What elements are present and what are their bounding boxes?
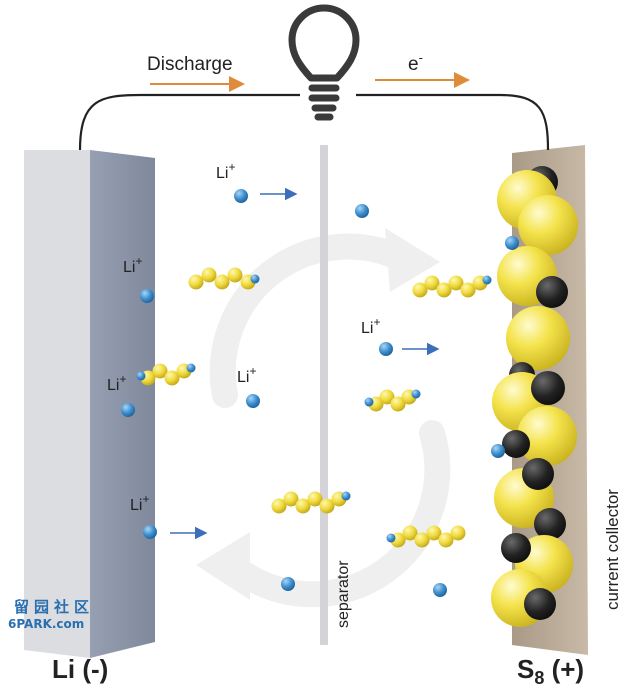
chain-end-li-ion: [250, 274, 260, 284]
discharge-label: Discharge: [147, 54, 233, 75]
polysulfide-chain: [364, 389, 421, 412]
cycle-arrowhead-top: [385, 228, 440, 292]
separator: [320, 145, 328, 645]
current-collector-label: current collector: [603, 489, 622, 610]
sulfur-atom: [390, 396, 406, 412]
circuit-wire: [78, 93, 550, 151]
sulfur-atom: [414, 532, 430, 548]
anode-label: Li (-): [52, 654, 108, 684]
li-ion: [281, 577, 295, 591]
sulfur-atom: [295, 498, 311, 514]
polysulfide-chain: [271, 491, 351, 514]
li-ion: [379, 342, 393, 356]
separator-label: separator: [335, 560, 352, 628]
polysulfide-chain: [188, 267, 260, 290]
li-ion-label: Li+: [216, 160, 235, 182]
li-ion-label: Li+: [107, 372, 126, 394]
sulfur-atom: [319, 498, 335, 514]
cycle-arrowhead-bottom: [196, 532, 250, 600]
li-ion: [355, 204, 369, 218]
watermark: 留园社区 6PARK.com: [8, 598, 94, 631]
watermark-site: 6PARK.com: [8, 617, 84, 631]
sulfur-atom: [438, 532, 454, 548]
li-ion: [234, 189, 248, 203]
li-ion: [433, 583, 447, 597]
chain-end-li-ion: [186, 363, 196, 373]
li-ion: [143, 525, 157, 539]
li-ion: [121, 403, 135, 417]
sulfur-atom: [460, 282, 476, 298]
sulfur-atom: [402, 525, 418, 541]
sulfur-atom: [450, 525, 466, 541]
sulfur-atom: [283, 491, 299, 507]
lithium-anode: [24, 150, 155, 658]
sulfur-atom: [188, 274, 204, 290]
polysulfide-chain: [412, 275, 492, 298]
lightbulb-icon: [288, 4, 360, 121]
sulfur-carbon-cathode: [491, 166, 578, 627]
chain-end-li-ion: [136, 371, 146, 381]
li-ion: [246, 394, 260, 408]
cycle-arrows: [209, 233, 451, 608]
polysulfide-chain: [386, 525, 466, 548]
li-ion-label: Li+: [237, 364, 256, 386]
sulfur-atom: [201, 267, 217, 283]
sulfur-atom: [412, 282, 428, 298]
chain-end-li-ion: [364, 397, 374, 407]
sulfur-atom: [214, 274, 230, 290]
sulfur-atom: [271, 498, 287, 514]
electron-label: e-: [408, 50, 423, 75]
lithium-ions: Li+ Li+ Li+ Li+ Li+ Li+: [107, 160, 519, 597]
sulfur-atom: [164, 370, 180, 386]
sulfur-atom: [436, 282, 452, 298]
sulfur-atom: [152, 363, 168, 379]
li-ion: [491, 444, 505, 458]
polysulfide-chains: [136, 267, 492, 548]
li-ion: [140, 289, 154, 303]
sulfur-atom: [307, 491, 323, 507]
sulfur-atom: [424, 275, 440, 291]
li-ion-label: Li+: [130, 492, 149, 514]
sulfur-atom: [227, 267, 243, 283]
li-ion-label: Li+: [361, 315, 380, 337]
chain-end-li-ion: [341, 491, 351, 501]
watermark-cn: 留园社区: [14, 598, 94, 616]
sulfur-atom: [379, 389, 395, 405]
ion-flow-arrows: [170, 187, 440, 540]
sulfur-atom: [426, 525, 442, 541]
li-ion-label: Li+: [123, 254, 142, 276]
chain-end-li-ion: [411, 389, 421, 399]
chain-end-li-ion: [482, 275, 492, 285]
chain-end-li-ion: [386, 533, 396, 543]
li-ion: [505, 236, 519, 250]
cathode-label: S8 (+): [517, 654, 584, 688]
sulfur-atom: [448, 275, 464, 291]
polysulfide-chain: [136, 363, 196, 386]
